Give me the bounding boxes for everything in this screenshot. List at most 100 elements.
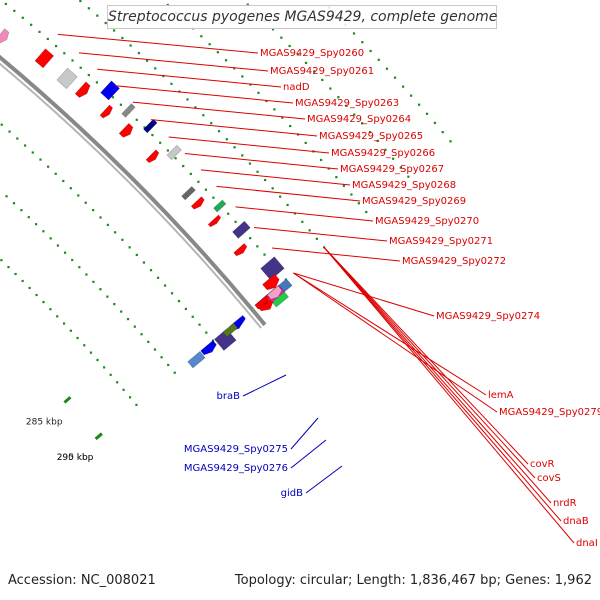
gene-label-forward: MGAS9429_Spy0270 xyxy=(375,216,479,227)
grid-dot xyxy=(23,144,27,147)
grid-dot xyxy=(191,315,194,318)
grid-dot xyxy=(69,187,72,190)
grid-dot xyxy=(0,123,3,126)
leader-line xyxy=(290,439,327,469)
grid-dot xyxy=(234,220,237,223)
grid-dot xyxy=(114,231,117,234)
gene-label-reverse: MGAS9429_Spy0275 xyxy=(184,444,288,455)
grid-dot xyxy=(92,208,95,212)
gene-label-forward: MGAS9429_Spy0260 xyxy=(260,48,364,59)
grid-dot xyxy=(441,131,444,134)
grid-dot xyxy=(128,246,131,249)
grid-dot xyxy=(69,329,72,332)
backbone-outer xyxy=(0,54,267,327)
grid-dot xyxy=(288,44,291,48)
grid-dot xyxy=(21,16,24,19)
grid-dot xyxy=(39,158,42,161)
grid-dot xyxy=(173,371,176,374)
grid-dot xyxy=(95,81,99,84)
leader-line xyxy=(305,465,343,494)
leader-line xyxy=(78,52,269,72)
grid-dot xyxy=(151,133,154,137)
grid-dot xyxy=(200,35,203,38)
grid-dot xyxy=(104,21,107,25)
grid-dot xyxy=(87,7,90,10)
grid-dot xyxy=(182,164,185,168)
grid-dot xyxy=(49,308,52,311)
leader-line xyxy=(323,246,529,465)
grid-dot xyxy=(14,272,17,276)
leader-line xyxy=(242,374,287,397)
gene-feature xyxy=(232,220,251,239)
grid-dot xyxy=(166,3,169,7)
grid-dot xyxy=(79,0,82,3)
grid-dot xyxy=(246,3,249,6)
gene-feature xyxy=(207,214,222,228)
grid-dot xyxy=(106,295,109,298)
grid-dot xyxy=(402,85,405,88)
gene-label-forward: MGAS9429_Spy0264 xyxy=(307,114,411,125)
grid-dot xyxy=(273,108,276,111)
accession-text: Accession: NC_008021 xyxy=(8,573,156,588)
tick-label: 295 kbp xyxy=(57,453,94,463)
grid-dot xyxy=(204,188,208,191)
grid-dot xyxy=(116,381,119,384)
gene-feature xyxy=(266,285,283,300)
grid-dot xyxy=(147,340,150,343)
backbone-layer xyxy=(0,54,267,329)
grid-dot xyxy=(418,103,421,106)
gene-feature xyxy=(99,104,114,119)
grid-dot xyxy=(281,116,284,119)
gene-label-forward: nrdR xyxy=(553,498,577,509)
grid-dot xyxy=(271,28,275,31)
leader-line xyxy=(271,247,401,262)
grid-dot xyxy=(257,91,260,94)
tick-label: 290 kbp xyxy=(57,453,94,463)
grid-dot xyxy=(353,113,356,116)
gene-label-forward: lemA xyxy=(488,390,514,401)
grid-dot xyxy=(109,373,112,376)
grid-dot xyxy=(315,237,318,240)
grid-dot xyxy=(392,157,395,160)
grid-dot xyxy=(54,172,57,175)
grid-dot xyxy=(135,403,138,406)
grid-dot xyxy=(42,230,45,233)
title-box: Streptococcus pyogenes MGAS9429, complet… xyxy=(107,5,497,29)
grid-dot xyxy=(342,184,345,187)
grid-dot xyxy=(120,310,123,313)
grid-dot xyxy=(12,202,16,205)
grid-dot xyxy=(248,162,252,165)
leader-line xyxy=(132,101,306,120)
grid-dot xyxy=(186,98,189,101)
gene-label-forward: MGAS9429_Spy0271 xyxy=(389,236,493,247)
grid-dot xyxy=(286,203,289,207)
grid-dot xyxy=(410,94,413,97)
grid-dot xyxy=(264,178,267,182)
gene-feature xyxy=(233,243,248,257)
gene-label-reverse: braB xyxy=(217,391,241,402)
grid-dot xyxy=(133,325,136,328)
grid-dot xyxy=(121,36,124,40)
grid-dot xyxy=(225,138,228,141)
grid-dot xyxy=(399,166,402,169)
grid-dot xyxy=(56,315,59,318)
grid-dot xyxy=(301,220,304,223)
grid-dot xyxy=(142,261,146,264)
grid-dot xyxy=(208,43,211,46)
grid-dot xyxy=(106,223,109,226)
grid-dot xyxy=(167,363,170,367)
grid-dot xyxy=(194,106,197,109)
grid-dot xyxy=(271,187,274,190)
grid-dot xyxy=(376,139,379,143)
backbone-inner xyxy=(0,62,262,329)
features-layer xyxy=(0,28,293,369)
grid-dot xyxy=(103,366,106,369)
grid-dot xyxy=(189,172,192,176)
grid-dot xyxy=(21,279,24,283)
grid-dot xyxy=(5,195,8,198)
grid-dot xyxy=(159,141,162,144)
grid-dot xyxy=(145,59,149,62)
gene-feature xyxy=(100,80,120,101)
leader-line xyxy=(290,417,319,450)
gene-label-forward: MGAS9429_Spy0279 xyxy=(499,407,600,418)
